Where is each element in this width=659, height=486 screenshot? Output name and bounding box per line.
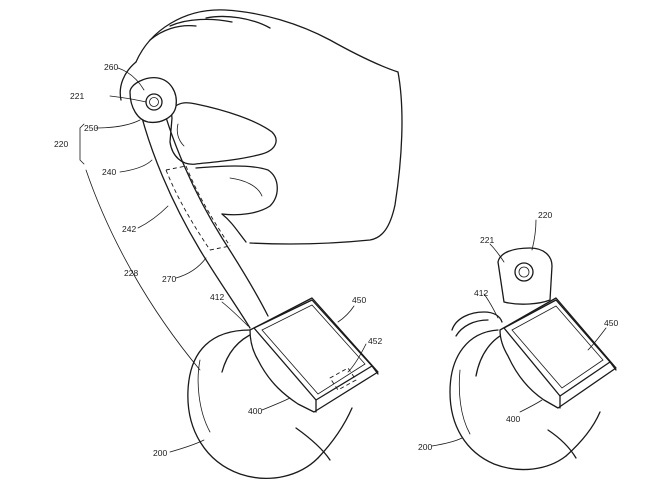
ref-228: 228 (124, 268, 138, 278)
watch-housing (249, 297, 379, 413)
ref-400: 400 (248, 406, 262, 416)
ref-right-450: 450 (604, 318, 618, 328)
right-leader-lines (431, 219, 607, 447)
ref-242: 242 (122, 224, 136, 234)
ref-270: 270 (162, 274, 176, 284)
leader-lines (95, 67, 367, 453)
ref-240: 240 (102, 167, 116, 177)
right-band-loop (449, 311, 601, 471)
right-fastener-tab (497, 247, 553, 305)
right-figure: 220 221 412 450 400 200 (418, 210, 618, 471)
bracket-228 (85, 169, 201, 371)
ref-452: 452 (368, 336, 382, 346)
ref-220: 220 (54, 139, 68, 149)
bracket-220 (79, 123, 85, 165)
band-strap (129, 77, 269, 329)
ref-right-220: 220 (538, 210, 552, 220)
ref-221: 221 (70, 91, 84, 101)
ref-412: 412 (210, 292, 224, 302)
ref-right-400: 400 (506, 414, 520, 424)
ref-260: 260 (104, 62, 118, 72)
left-figure: 260 221 250 220 240 242 228 270 412 450 … (54, 9, 403, 480)
right-watch-housing (499, 297, 617, 409)
ref-450: 450 (352, 295, 366, 305)
hand-illustration (119, 9, 403, 245)
ref-right-221: 221 (480, 235, 494, 245)
ref-200: 200 (153, 448, 167, 458)
ref-right-412: 412 (474, 288, 488, 298)
ref-250: 250 (84, 123, 98, 133)
ref-right-200: 200 (418, 442, 432, 452)
